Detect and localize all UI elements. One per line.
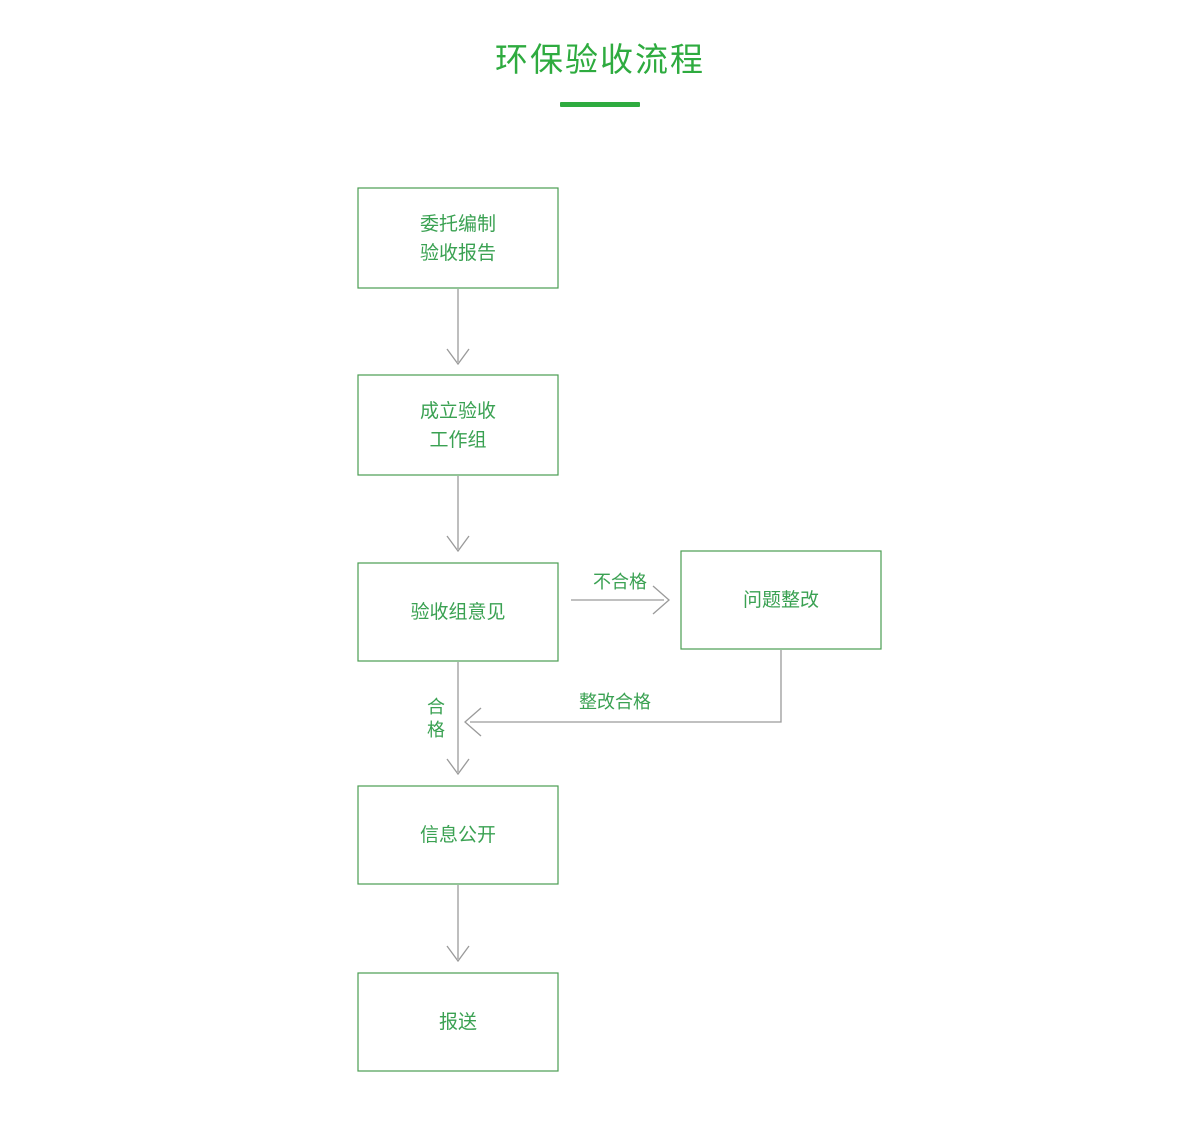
node-entrust-report-label-line2: 验收报告 <box>420 242 496 264</box>
edge-group-to-opinion <box>446 476 470 553</box>
node-problem-rectification[interactable]: 问题整改 <box>680 550 882 650</box>
node-problem-rectification-label: 问题整改 <box>743 589 819 611</box>
edge-rectify-back-to-trunk: 整改合格 <box>464 650 782 737</box>
node-submit[interactable]: 报送 <box>357 972 559 1072</box>
node-establish-group[interactable]: 成立验收 工作组 <box>357 374 559 476</box>
edge-label-pass-char2: 格 <box>427 720 445 740</box>
arrowhead-down-icon <box>446 945 470 963</box>
node-establish-group-box[interactable] <box>357 374 559 476</box>
edge-label-rectified-pass: 整改合格 <box>579 692 651 712</box>
title-underline-rule <box>560 101 640 107</box>
node-information-disclosure-box[interactable] <box>357 785 559 885</box>
edge-entrust-to-group <box>446 289 470 366</box>
node-submit-label: 报送 <box>439 1011 477 1033</box>
arrowhead-down-icon <box>446 758 470 776</box>
node-entrust-report-label-line1: 委托编制 <box>420 213 496 235</box>
arrowhead-down-icon <box>446 535 470 553</box>
arrowhead-left-icon <box>464 707 482 737</box>
node-establish-group-label-line1: 成立验收 <box>420 400 496 422</box>
node-information-disclosure-label: 信息公开 <box>420 824 496 846</box>
node-establish-group-label-line2: 工作组 <box>429 429 486 451</box>
node-information-disclosure[interactable]: 信息公开 <box>357 785 559 885</box>
arrowhead-right-icon <box>652 585 670 615</box>
node-problem-rectification-box[interactable] <box>680 550 882 650</box>
arrowhead-down-icon <box>446 348 470 366</box>
node-entrust-report-box[interactable] <box>357 187 559 289</box>
node-acceptance-opinion[interactable]: 验收组意见 <box>357 562 559 662</box>
page-title: 环保验收流程 <box>495 41 705 78</box>
edge-opinion-to-disclosure: 合 格 <box>427 662 470 776</box>
node-acceptance-opinion-label: 验收组意见 <box>410 601 505 623</box>
edge-rectify-back-to-trunk-line <box>470 650 782 723</box>
edge-opinion-to-rectify: 不合格 <box>571 572 670 615</box>
node-acceptance-opinion-box[interactable] <box>357 562 559 662</box>
title-block: 环保验收流程 <box>0 40 1200 107</box>
node-entrust-report[interactable]: 委托编制 验收报告 <box>357 187 559 289</box>
edge-disclosure-to-submit <box>446 885 470 963</box>
edge-label-fail: 不合格 <box>593 572 647 592</box>
edge-label-pass-char1: 合 <box>427 697 445 717</box>
node-submit-box[interactable] <box>357 972 559 1072</box>
